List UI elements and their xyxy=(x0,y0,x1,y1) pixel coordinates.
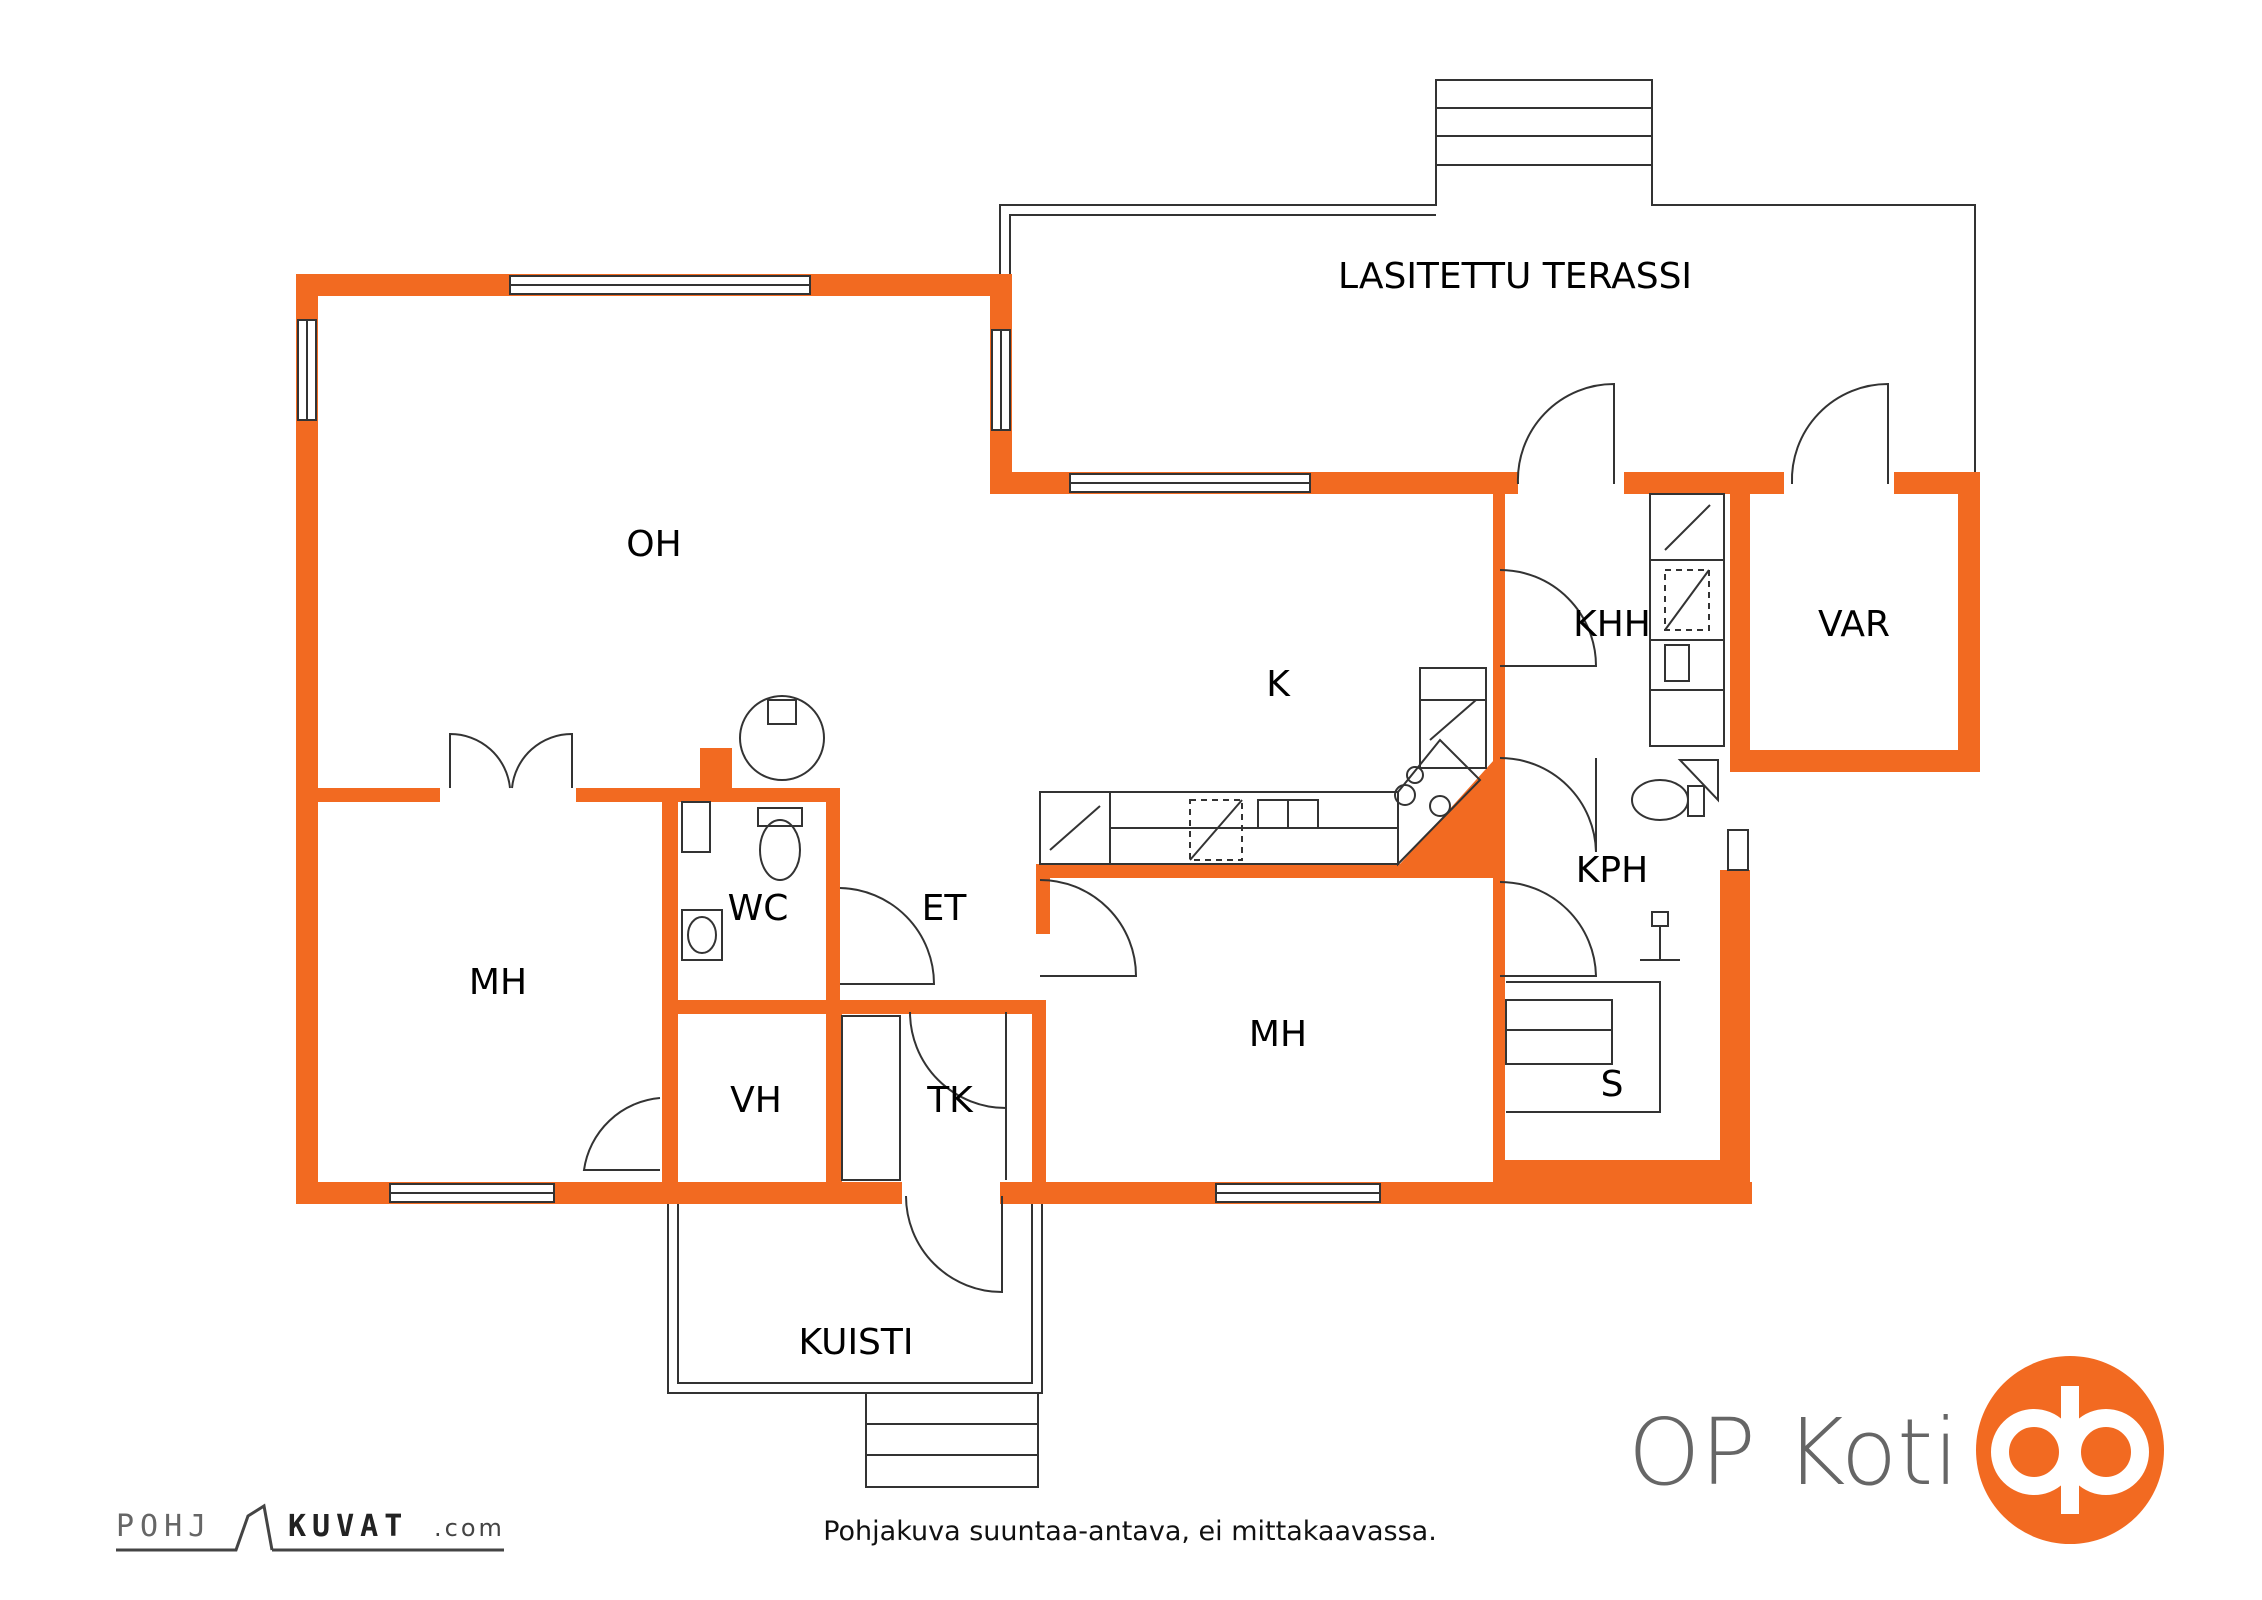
sink-icon xyxy=(1664,644,1690,682)
stove-burner-icon xyxy=(1394,784,1416,806)
pohjakuvat-logo-domain: .com xyxy=(434,1514,505,1542)
outline-lines xyxy=(667,79,1976,1488)
room-label-var: VAR xyxy=(1818,604,1890,645)
fixtures xyxy=(681,493,1725,1181)
door xyxy=(582,1097,661,1171)
room-label-khh: KHH xyxy=(1573,604,1651,645)
stove-burner-icon xyxy=(1406,766,1424,784)
doors xyxy=(449,382,1889,1294)
op-logo-icon xyxy=(1976,1356,2164,1544)
windows xyxy=(297,275,1749,1203)
door xyxy=(1499,881,1598,977)
pohjakuvat-logo-text-left: POHJ xyxy=(116,1509,212,1544)
room-label-s: S xyxy=(1601,1064,1624,1105)
round-table xyxy=(739,695,825,781)
door xyxy=(1499,757,1597,853)
room-label-lasitettu-terassi: LASITETTU TERASSI xyxy=(1338,256,1692,297)
porch-steps xyxy=(865,1392,1039,1488)
terrace-steps xyxy=(1435,79,1653,166)
washbasin-icon xyxy=(681,909,723,961)
porch-outline xyxy=(667,1202,1043,1394)
room-label-wc: WC xyxy=(728,888,789,929)
disclaimer-note: Pohjakuva suuntaa-antava, ei mittakaavas… xyxy=(823,1516,1437,1547)
brand-name: OP Koti xyxy=(1628,1399,1959,1506)
door xyxy=(1790,382,1889,485)
room-label-et: ET xyxy=(922,888,968,929)
door-gaps xyxy=(440,471,1894,1206)
room-label-oh: OH xyxy=(626,524,681,565)
wardrobe xyxy=(841,1015,901,1181)
pohjakuvat-logo: POHJ KUVAT .com xyxy=(116,1503,505,1552)
laundry-counter xyxy=(1649,493,1725,747)
door xyxy=(839,887,936,985)
room-label-kph: KPH xyxy=(1576,850,1648,891)
room-labels: LASITETTU TERASSI OH K KHH VAR WC ET MH … xyxy=(469,256,1890,1363)
fridge xyxy=(1419,667,1487,769)
terrace-outline-inner xyxy=(1009,214,1436,276)
room-label-vh: VH xyxy=(730,1080,782,1121)
door xyxy=(1499,569,1598,667)
toilet-icon xyxy=(759,819,801,881)
toilet-icon xyxy=(1631,779,1689,821)
room-label-mh-right: MH xyxy=(1249,1014,1307,1055)
pohjakuvat-logo-text-right: KUVAT xyxy=(288,1509,408,1544)
sauna-bench xyxy=(1505,999,1613,1065)
door xyxy=(1039,879,1138,977)
room-label-kuisti: KUISTI xyxy=(798,1322,913,1363)
room-label-tk: TK xyxy=(926,1080,974,1121)
terrace-outline xyxy=(999,164,1976,475)
room-label-k: K xyxy=(1266,664,1291,705)
window xyxy=(1727,829,1749,871)
door xyxy=(1516,382,1615,485)
door xyxy=(905,1195,1003,1294)
stove-burner-icon xyxy=(1429,795,1451,817)
room-label-mh-left: MH xyxy=(469,962,527,1003)
double-door xyxy=(449,732,573,789)
door xyxy=(909,1011,1007,1110)
shower-icon xyxy=(1651,911,1669,927)
